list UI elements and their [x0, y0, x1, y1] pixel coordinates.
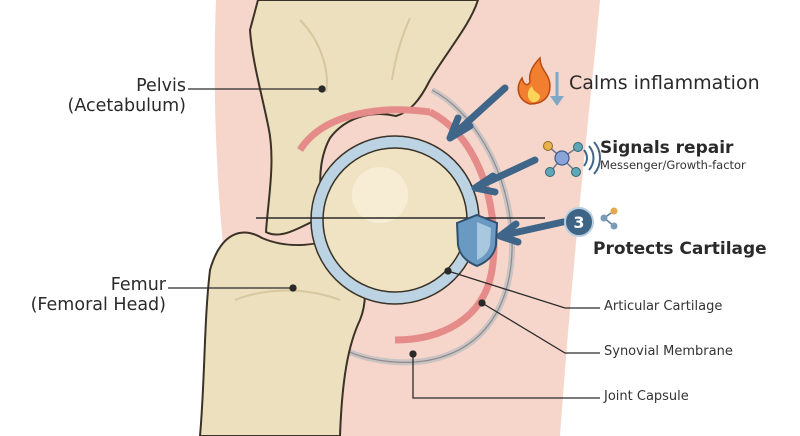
- femur-bone: [198, 231, 366, 436]
- pelvis-title: Pelvis: [136, 76, 186, 96]
- step-number: 3: [573, 213, 584, 232]
- step-badge: 3: [564, 207, 594, 237]
- arrow-protects: [496, 218, 567, 246]
- joint-capsule-label: Joint Capsule: [604, 389, 689, 404]
- arrow-inflammation: [446, 84, 509, 142]
- network-icon: [600, 207, 618, 230]
- synovial-membrane-label: Synovial Membrane: [604, 344, 733, 359]
- leader-lines: [168, 85, 600, 399]
- signals-subtitle: Messenger/Growth-factor: [600, 157, 746, 172]
- pelvis-subtitle: (Acetabulum): [67, 96, 187, 117]
- signals-title: Signals repair: [600, 138, 734, 158]
- articular-cartilage-label: Articular Cartilage: [604, 299, 723, 314]
- inflammation-callout: Calms inflammation: [569, 72, 760, 94]
- pelvis-label: Pelvis (Acetabulum): [68, 76, 187, 116]
- down-arrow-icon: [550, 72, 564, 106]
- molecule-icon: [543, 141, 583, 177]
- flame-icon: [517, 56, 551, 105]
- shield-icon: [455, 213, 499, 268]
- femur-title: Femur: [110, 275, 166, 295]
- arrow-signals: [471, 156, 539, 196]
- synovial-membrane: [394, 108, 498, 344]
- protects-callout: Protects Cartilage: [593, 239, 767, 259]
- femur-label: Femur (Femoral Head): [31, 275, 166, 315]
- signals-callout: Signals repair Messenger/Growth-factor: [600, 138, 746, 172]
- femur-subtitle: (Femoral Head): [30, 295, 166, 316]
- signal-waves-icon: [583, 141, 601, 175]
